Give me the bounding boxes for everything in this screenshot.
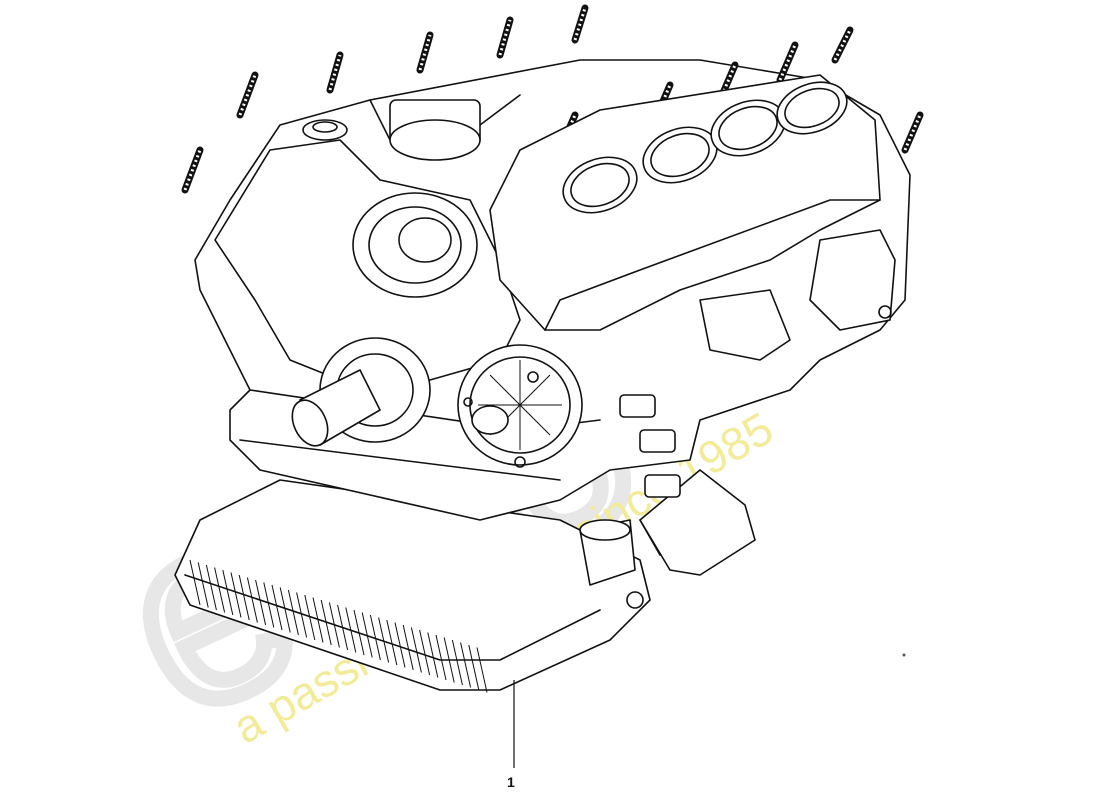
- crankshaft-nose: [291, 337, 431, 447]
- small-mark: [902, 653, 906, 657]
- oil-pan-rib: [304, 594, 316, 641]
- oil-pan-rib: [230, 572, 242, 618]
- head-stud-thread: [183, 149, 202, 191]
- oil-pan-rib: [378, 617, 390, 663]
- oil-pan-rib: [238, 574, 250, 621]
- oil-pan-rib: [369, 614, 381, 661]
- oil-pan-rib: [246, 577, 258, 623]
- oil-pan-rib: [263, 582, 275, 628]
- oil-pan-rib: [320, 599, 332, 646]
- oil-pan-rib: [287, 589, 299, 636]
- oil-pan-rib: [427, 632, 439, 678]
- oil-pan: [174, 479, 651, 693]
- oil-pan-rib: [296, 592, 308, 638]
- head-stud-thread: [573, 7, 587, 41]
- head-stud-thread: [418, 34, 432, 71]
- oil-pan-rib: [197, 562, 209, 608]
- oil-pan-rib: [345, 607, 357, 653]
- oil-pan-rib: [361, 612, 373, 658]
- oil-pan-rib: [443, 637, 455, 683]
- oil-pan-rib: [451, 639, 463, 686]
- oil-pan-rib: [435, 634, 447, 681]
- head-stud-thread: [903, 114, 922, 151]
- oil-pan-rib: [189, 559, 201, 606]
- oil-pan-rib: [214, 567, 226, 613]
- oil-pan-rib: [468, 644, 480, 691]
- timing-pulley: [352, 192, 478, 298]
- oil-pan-rib: [205, 564, 217, 611]
- oil-pan-rib: [410, 627, 422, 673]
- oil-pan-rib: [312, 597, 324, 643]
- oil-pan-rib: [419, 629, 431, 676]
- cylinder-bank: [489, 74, 896, 361]
- oil-pan-rib: [353, 609, 365, 656]
- head-stud-thread: [778, 44, 797, 81]
- oil-filter: [579, 394, 756, 609]
- oil-pan-rib: [402, 624, 414, 671]
- head-stud-thread: [498, 19, 512, 56]
- oil-pan-rib: [328, 602, 340, 648]
- oil-pan-rib: [460, 642, 472, 688]
- oil-pan-rib: [337, 604, 349, 651]
- oil-pan-rib: [279, 587, 291, 633]
- oil-pan-rib: [271, 584, 283, 631]
- callout-number-1: 1: [507, 774, 515, 790]
- oil-pan-rib: [476, 647, 488, 693]
- head-stud-thread: [328, 54, 342, 91]
- oil-pan-rib: [394, 622, 406, 668]
- water-pump-pulley: [457, 344, 583, 468]
- oil-pan-rib: [222, 569, 234, 616]
- head-stud-thread: [238, 74, 257, 116]
- oil-pan-rib: [255, 579, 267, 626]
- head-stud-thread: [833, 29, 852, 61]
- oil-pan-rib: [386, 619, 398, 666]
